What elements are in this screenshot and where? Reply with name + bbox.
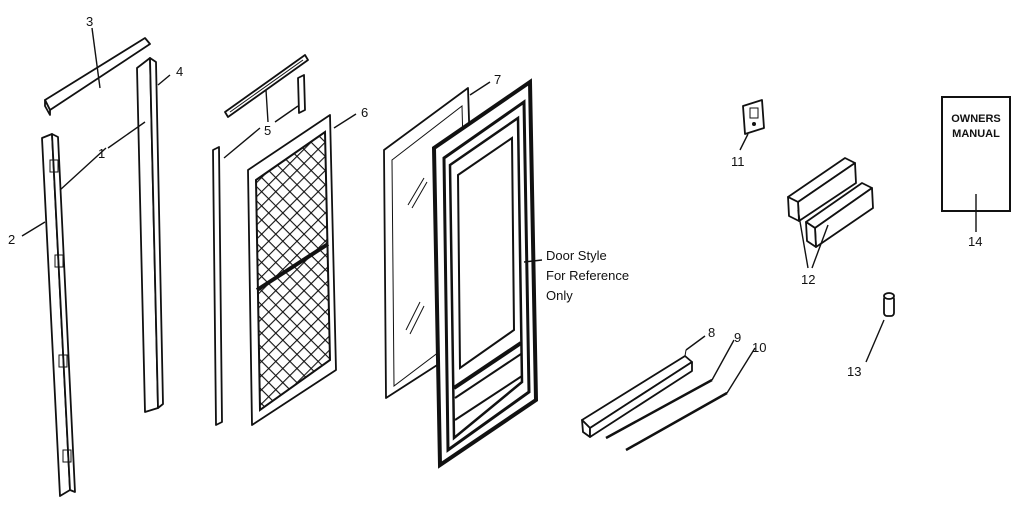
screen-spline-part bbox=[212, 54, 309, 426]
callout-1: 1 bbox=[98, 146, 105, 161]
callout-7: 7 bbox=[494, 72, 501, 87]
manual-title-line2: MANUAL bbox=[952, 128, 1000, 140]
screen-panel-part bbox=[247, 114, 337, 426]
hardware-cap-part bbox=[883, 292, 895, 317]
top-header-bar-part bbox=[44, 37, 151, 116]
callout-5: 5 bbox=[264, 123, 271, 138]
door-frame-reference bbox=[431, 78, 539, 469]
callout-14: 14 bbox=[968, 234, 982, 249]
latch-rail-part bbox=[136, 57, 164, 413]
callout-9: 9 bbox=[734, 330, 741, 345]
callout-10: 10 bbox=[752, 340, 766, 355]
callout-6: 6 bbox=[361, 105, 368, 120]
wood-blocks-part bbox=[787, 157, 874, 248]
bottom-sweep-channel-part bbox=[581, 349, 693, 438]
callout-12: 12 bbox=[801, 272, 815, 287]
callout-8: 8 bbox=[708, 325, 715, 340]
callout-2: 2 bbox=[8, 232, 15, 247]
note-line1: Door Style bbox=[546, 248, 607, 263]
callout-11: 11 bbox=[731, 154, 745, 169]
callout-13: 13 bbox=[847, 364, 861, 379]
hinge-rail-part bbox=[41, 133, 76, 497]
door-style-note: Door Style For Reference Only bbox=[546, 248, 629, 303]
callout-labels: 3 1 4 2 5 6 7 8 9 10 11 12 13 14 bbox=[8, 14, 982, 379]
manual-title-line1: OWNERS bbox=[951, 113, 1001, 125]
callout-4: 4 bbox=[176, 64, 183, 79]
note-line2: For Reference bbox=[546, 268, 629, 283]
latch-plate-part bbox=[742, 99, 765, 135]
note-line3: Only bbox=[546, 288, 573, 303]
leader-lines bbox=[21, 27, 977, 394]
callout-3: 3 bbox=[86, 14, 93, 29]
sweep-insert-part bbox=[605, 378, 728, 452]
owners-manual-part: OWNERS MANUAL bbox=[941, 96, 1011, 212]
